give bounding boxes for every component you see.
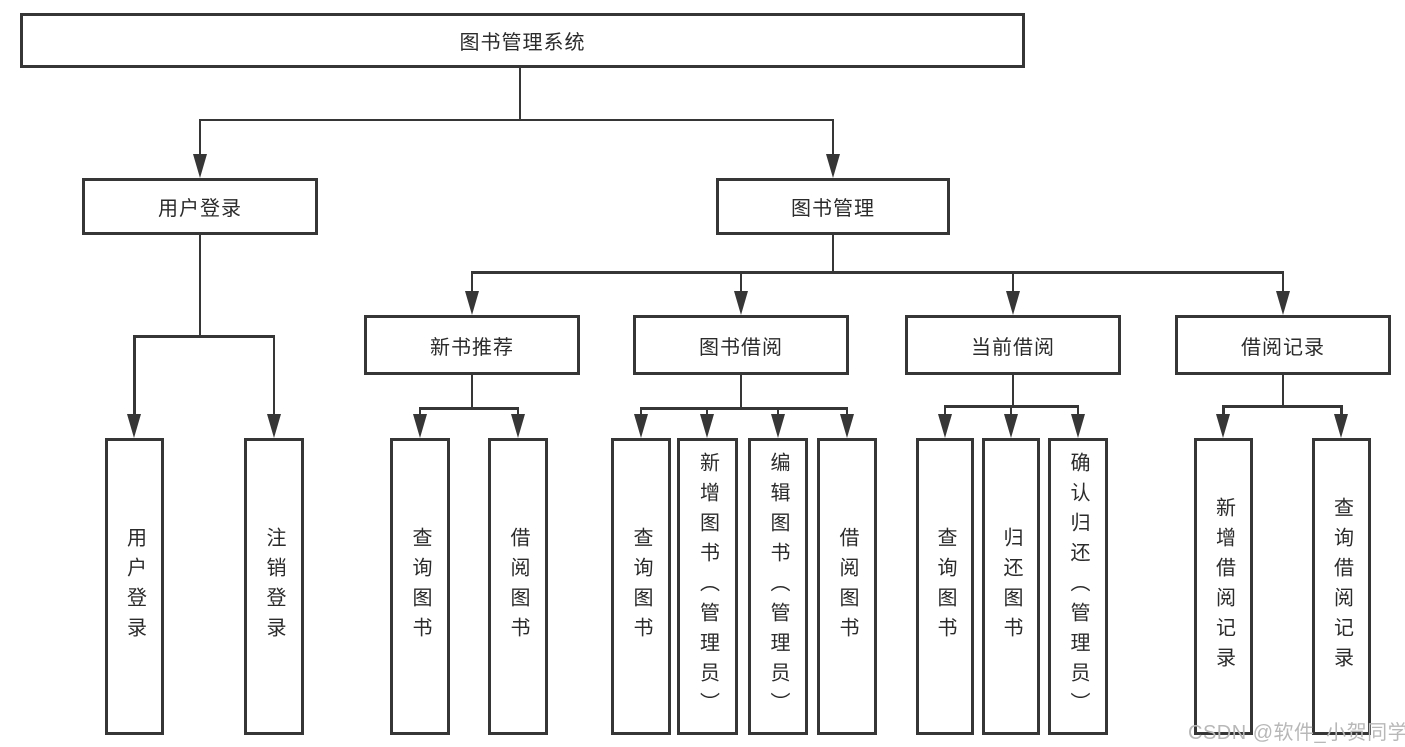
- connector-stem: [845, 407, 849, 417]
- arrow-down-icon: [192, 154, 207, 178]
- arrow-down-icon: [1003, 414, 1018, 438]
- node-label: 查询借阅记录: [1330, 496, 1353, 677]
- connector-stem: [1222, 405, 1225, 417]
- connector-stem: [470, 271, 474, 295]
- connector-stem: [1009, 405, 1013, 417]
- node-label: 图书借阅: [699, 336, 783, 359]
- connector-stem: [831, 235, 835, 273]
- node-leaf-logout: 注销登录: [244, 438, 304, 735]
- connector-stem: [516, 407, 520, 417]
- node-label: 归还图书: [1000, 526, 1022, 647]
- node-new-book-recommend: 新书推荐: [364, 315, 580, 375]
- connector-branch: [133, 335, 276, 338]
- arrow-down-icon: [266, 414, 281, 438]
- connector-stem: [198, 235, 202, 337]
- connector-branch: [1222, 405, 1343, 408]
- node-leaf-confirm-return-admin: 确认归还（管理员）: [1048, 438, 1108, 735]
- watermark: CSDN @软件_小贺同学: [1188, 722, 1405, 744]
- connector-stem: [1340, 405, 1343, 417]
- arrow-down-icon: [1070, 414, 1085, 438]
- arrow-down-icon: [127, 414, 141, 438]
- node-user-login-group: 用户登录: [82, 178, 318, 235]
- node-label: 用户登录: [123, 526, 146, 647]
- node-leaf-add-borrow-record: 新增借阅记录: [1194, 438, 1253, 735]
- connector-stem: [133, 335, 136, 417]
- connector-stem: [776, 407, 780, 417]
- node-leaf-query-books: 查询图书: [916, 438, 974, 735]
- arrow-down-icon: [733, 291, 748, 315]
- arrow-down-icon: [699, 414, 714, 438]
- node-label: 新书推荐: [430, 336, 514, 359]
- node-leaf-borrow-books: 借阅图书: [488, 438, 548, 735]
- connector-stem: [1011, 375, 1015, 407]
- connector-stem: [272, 335, 276, 417]
- node-label: 借阅图书: [507, 526, 529, 647]
- node-label: 编辑图书（管理员）: [767, 451, 789, 722]
- node-root: 图书管理系统: [20, 13, 1025, 68]
- node-borrow-records: 借阅记录: [1175, 315, 1391, 375]
- node-book-management: 图书管理: [716, 178, 950, 235]
- connector-stem: [418, 407, 422, 417]
- connector-stem: [739, 375, 743, 409]
- connector-stem: [943, 405, 947, 417]
- node-root-label: 图书管理系统: [459, 32, 586, 54]
- connector-stem: [1281, 375, 1285, 407]
- node-leaf-add-books-admin: 新增图书（管理员）: [677, 438, 738, 735]
- node-label: 确认归还（管理员）: [1067, 451, 1089, 722]
- arrow-down-icon: [1334, 414, 1348, 438]
- arrow-down-icon: [839, 414, 854, 438]
- node-label: 图书管理: [791, 198, 875, 220]
- connector-branch: [639, 407, 849, 410]
- arrow-down-icon: [412, 414, 427, 438]
- arrow-down-icon: [464, 291, 479, 315]
- node-leaf-query-borrow-record: 查询借阅记录: [1312, 438, 1371, 735]
- node-label: 注销登录: [263, 526, 285, 647]
- node-label: 查询图书: [409, 526, 431, 647]
- node-label: 新增借阅记录: [1212, 496, 1235, 677]
- connector-root-stem: [518, 68, 522, 120]
- arrow-down-icon: [825, 154, 840, 178]
- connector-stem: [639, 407, 643, 417]
- connector-stem: [1011, 271, 1015, 295]
- node-label: 借阅记录: [1241, 336, 1325, 359]
- connector-branch: [418, 407, 520, 410]
- node-current-borrow: 当前借阅: [905, 315, 1121, 375]
- node-label: 查询图书: [630, 526, 652, 647]
- arrow-down-icon: [1005, 291, 1020, 315]
- arrow-down-icon: [510, 414, 525, 438]
- connector-stem: [470, 375, 474, 409]
- connector-stem: [739, 271, 743, 295]
- arrow-down-icon: [937, 414, 952, 438]
- connector-stem: [705, 407, 709, 417]
- arrow-down-icon: [770, 414, 785, 438]
- node-label: 当前借阅: [971, 336, 1055, 359]
- node-label: 新增图书（管理员）: [696, 451, 719, 722]
- node-leaf-user-login: 用户登录: [105, 438, 164, 735]
- arrow-down-icon: [1275, 291, 1290, 315]
- node-leaf-return-books: 归还图书: [982, 438, 1040, 735]
- arrow-down-icon: [1216, 414, 1230, 438]
- node-book-borrow: 图书借阅: [633, 315, 849, 375]
- connector-stem: [198, 120, 202, 158]
- arrow-down-icon: [633, 414, 648, 438]
- node-label: 查询图书: [934, 526, 956, 647]
- connector-stem: [1281, 271, 1285, 295]
- connector-branch: [470, 271, 1285, 274]
- node-label: 用户登录: [158, 198, 242, 220]
- node-leaf-edit-books-admin: 编辑图书（管理员）: [748, 438, 808, 735]
- connector-stem: [831, 120, 835, 158]
- node-leaf-query-books: 查询图书: [390, 438, 450, 735]
- node-leaf-query-books: 查询图书: [611, 438, 671, 735]
- node-label: 借阅图书: [836, 526, 858, 647]
- node-leaf-borrow-books: 借阅图书: [817, 438, 877, 735]
- connector-stem: [1076, 405, 1080, 417]
- connector-root-branch: [198, 118, 835, 122]
